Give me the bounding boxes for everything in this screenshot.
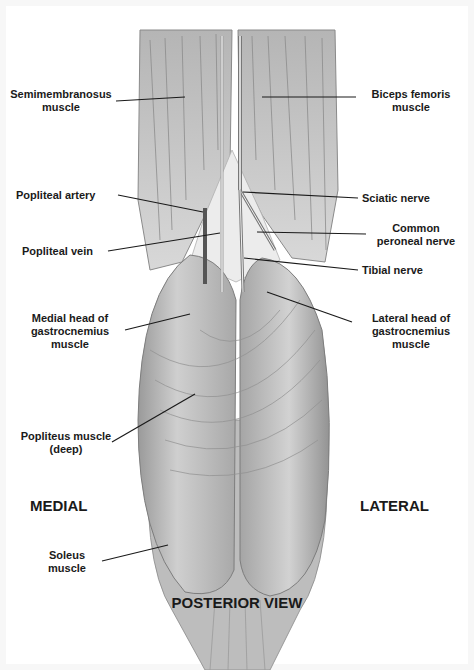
muscle-label: Soleus muscle (32, 549, 102, 575)
vessel-label: Popliteal artery (16, 189, 120, 202)
nerve-label: Common peroneal nerve (370, 222, 462, 248)
side-label: LATERAL (360, 497, 460, 515)
muscle-label: Biceps femoris muscle (358, 88, 464, 114)
vessel-label: Popliteal vein (22, 245, 112, 258)
nerve-label: Tibial nerve (362, 264, 462, 277)
muscle-label: Semimembranosus muscle (8, 88, 114, 114)
muscle-label: Lateral head of gastrocnemius muscle (356, 312, 466, 351)
muscle-label: Popliteus muscle (deep) (20, 430, 112, 456)
muscle-label: Medial head of gastrocnemius muscle (16, 312, 124, 351)
nerve-label: Sciatic nerve (362, 192, 466, 205)
view-caption: POSTERIOR VIEW (167, 594, 307, 612)
side-label: MEDIAL (30, 497, 120, 515)
